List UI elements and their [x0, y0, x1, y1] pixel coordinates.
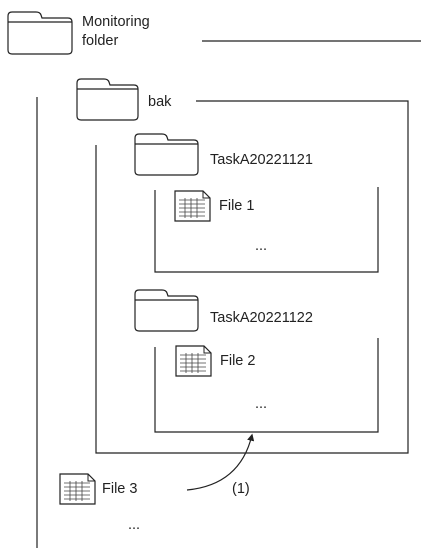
bak-folder-label: bak	[148, 94, 172, 110]
task-folder-1-icon	[134, 133, 199, 176]
bak-folder-icon	[76, 78, 139, 121]
file-3-icon	[59, 473, 96, 505]
file-3-label: File 3	[102, 481, 138, 497]
task-folder-2-icon	[134, 289, 199, 332]
bak-container-bracket	[95, 100, 409, 454]
move-arrow-label: (1)	[232, 481, 250, 497]
file-2-label: File 2	[220, 353, 256, 369]
file-2-icon	[175, 345, 212, 377]
root-ellipsis: ...	[128, 517, 141, 533]
move-arrow	[186, 433, 255, 491]
task-folder-1-label: TaskA20221121	[210, 152, 313, 168]
file-1-label: File 1	[219, 198, 255, 214]
task-folder-2-ellipsis: ...	[255, 396, 268, 412]
monitoring-folder-label-line1: Monitoring	[82, 14, 150, 30]
task-folder-2-bracket	[154, 338, 379, 433]
task-folder-1-bracket	[154, 187, 379, 273]
file-1-icon	[174, 190, 211, 222]
task-folder-2-label: TaskA20221122	[210, 310, 313, 326]
task-folder-1-ellipsis: ...	[255, 238, 268, 254]
monitoring-folder-label-line2: folder	[82, 33, 119, 49]
monitoring-folder-icon	[7, 11, 73, 55]
